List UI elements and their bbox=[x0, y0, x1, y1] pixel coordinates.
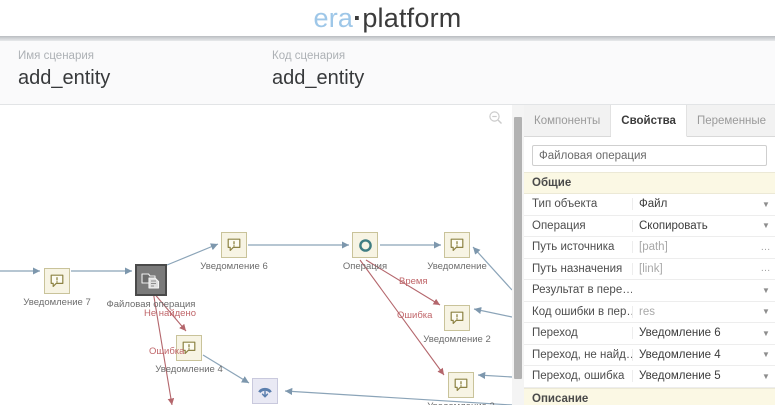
flow-node-n2[interactable] bbox=[444, 305, 470, 331]
flow-edge-label: Время bbox=[399, 276, 428, 287]
tab-components[interactable]: Компоненты bbox=[524, 105, 612, 136]
property-key: Результат в пере… bbox=[532, 284, 632, 297]
scenario-code-field: Код сценария add_entity bbox=[272, 49, 364, 91]
flow-node-label: Уведомление 4 bbox=[155, 364, 223, 375]
property-row: Путь источника [path]… bbox=[524, 237, 775, 259]
logo-separator: · bbox=[353, 2, 363, 33]
property-browse-icon[interactable]: … bbox=[760, 241, 772, 253]
scenario-code-label: Код сценария bbox=[272, 50, 346, 62]
header-divider bbox=[0, 36, 775, 41]
property-value[interactable]: Файл bbox=[632, 198, 757, 211]
property-row: Переход, ошибка Уведомление 5 ▼ bbox=[524, 366, 775, 388]
property-key: Путь источника bbox=[532, 241, 615, 254]
panel-search-wrap bbox=[524, 137, 775, 172]
notification-icon bbox=[449, 310, 465, 326]
notification-icon bbox=[49, 273, 65, 289]
property-key: Переход bbox=[532, 327, 578, 340]
scenario-code-value[interactable]: add_entity bbox=[272, 67, 365, 89]
property-row: Результат в пере… ▼ bbox=[524, 280, 775, 302]
property-row: Переход, не найд…Уведомление 4 ▼ bbox=[524, 345, 775, 366]
tab-properties[interactable]: Свойства bbox=[611, 105, 687, 137]
notification-icon bbox=[226, 237, 242, 253]
property-key: Тип объекта bbox=[532, 198, 598, 211]
property-group-header[interactable]: Общие bbox=[524, 172, 775, 194]
property-dropdown-icon[interactable]: ▼ bbox=[762, 285, 770, 295]
property-value[interactable]: [link] bbox=[632, 262, 757, 275]
property-value[interactable]: Уведомление 5 bbox=[632, 370, 757, 383]
logo-platform-text: platform bbox=[362, 2, 462, 33]
flow-node-n7[interactable] bbox=[44, 268, 70, 294]
flow-node-label: Уведомление 7 bbox=[23, 297, 91, 308]
zoom-out-icon[interactable] bbox=[488, 110, 504, 126]
scenario-name-value[interactable]: add_entity bbox=[18, 67, 111, 89]
flow-node-n4[interactable] bbox=[176, 335, 202, 361]
property-row: Переход Уведомление 6 ▼ bbox=[524, 323, 775, 345]
flow-node-label: Операция bbox=[342, 261, 388, 272]
flow-edge-label: Не найдено bbox=[144, 308, 196, 319]
file-operation-icon bbox=[140, 269, 162, 291]
logo-bar: era·platform bbox=[0, 0, 775, 36]
property-key: Код ошибки в пер… bbox=[532, 305, 632, 318]
notification-icon bbox=[449, 237, 465, 253]
flow-edge-label: Ошибка bbox=[397, 310, 433, 321]
notification-icon bbox=[453, 377, 469, 393]
property-value[interactable]: Уведомление 4 bbox=[632, 348, 757, 361]
property-row: Операция Скопировать ▼ bbox=[524, 216, 775, 237]
property-value[interactable]: Скопировать bbox=[632, 219, 757, 232]
scenario-header: Имя сценария add_entity Код сценария add… bbox=[0, 41, 775, 139]
app-logo: era·platform bbox=[313, 2, 462, 33]
property-row: Код ошибки в пер…res ▼ bbox=[524, 302, 775, 323]
flow-node-n0[interactable] bbox=[444, 232, 470, 258]
property-value[interactable]: Уведомление 6 bbox=[632, 327, 757, 340]
scenario-name-field: Имя сценария add_entity bbox=[18, 49, 110, 91]
property-key: Путь назначения bbox=[532, 262, 623, 275]
logo-era-text: era bbox=[313, 2, 354, 33]
flow-node-nop[interactable] bbox=[352, 232, 378, 258]
flow-node-nfo[interactable] bbox=[135, 264, 167, 296]
property-row: Путь назначения [link]… bbox=[524, 259, 775, 280]
property-value[interactable]: [path] bbox=[632, 241, 757, 254]
component-name-input[interactable] bbox=[532, 145, 767, 166]
flow-node-label: Файловая операция bbox=[106, 299, 196, 310]
property-dropdown-icon[interactable]: ▼ bbox=[762, 307, 770, 317]
property-dropdown-icon[interactable]: ▼ bbox=[762, 328, 770, 338]
property-key: Операция bbox=[532, 219, 586, 232]
property-dropdown-icon[interactable]: ▼ bbox=[762, 371, 770, 381]
operation-icon bbox=[358, 238, 373, 253]
flow-node-label: Уведомление 2 bbox=[423, 334, 491, 345]
property-dropdown-icon[interactable]: ▼ bbox=[762, 221, 770, 231]
scrollbar-thumb[interactable] bbox=[514, 117, 522, 379]
property-dropdown-icon[interactable]: ▼ bbox=[762, 350, 770, 360]
flow-node-label: Уведомление 6 bbox=[200, 261, 268, 272]
tab-variables[interactable]: Переменные bbox=[686, 105, 775, 136]
property-value[interactable]: res bbox=[632, 305, 757, 318]
property-key: Переход, ошибка bbox=[532, 370, 625, 383]
property-key: Переход, не найд… bbox=[532, 348, 632, 361]
hangup-icon bbox=[256, 383, 274, 399]
property-browse-icon[interactable]: … bbox=[760, 263, 772, 275]
property-row: Тип объекта Файл ▼ bbox=[524, 194, 775, 216]
flow-edge-label: Ошибка bbox=[149, 346, 185, 357]
flow-node-label: Уведомление 3 bbox=[427, 401, 494, 405]
flow-node-nhu[interactable] bbox=[252, 378, 278, 404]
flow-node-label: Уведомление bbox=[427, 261, 487, 272]
property-group-header[interactable]: Описание bbox=[524, 387, 775, 405]
property-dropdown-icon[interactable]: ▼ bbox=[762, 199, 770, 209]
flow-node-n3[interactable] bbox=[448, 372, 474, 398]
flow-node-n6[interactable] bbox=[221, 232, 247, 258]
scenario-name-label: Имя сценария bbox=[18, 50, 94, 62]
notification-icon bbox=[181, 340, 197, 356]
flow-edges bbox=[0, 241, 512, 405]
